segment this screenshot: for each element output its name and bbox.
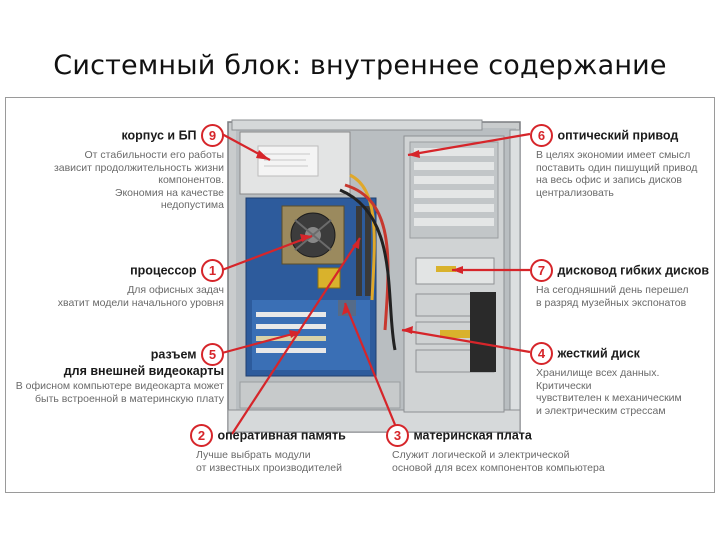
callout-title: корпус и БП — [121, 128, 197, 143]
callout-title-line2: для внешней видеокарты — [63, 364, 224, 378]
callout-floppy-drive: 7 дисковод гибких дисков На сегодняшний … — [530, 259, 716, 309]
callout-number-badge: 1 — [201, 259, 224, 282]
callout-title: процессор — [130, 263, 197, 278]
callout-optical-drive: 6 оптический привод В целях экономии име… — [530, 124, 710, 199]
callout-video-slot: разъем 5 для внешней видеокарты В офисно… — [10, 343, 224, 405]
callout-description: В офисном компьютере видеокарта может бы… — [15, 380, 224, 405]
callout-description: В целях экономии имеет смысл поставить о… — [536, 149, 698, 199]
callout-number-badge: 3 — [386, 424, 409, 447]
callout-description: Хранилище всех данных. Критически чувств… — [536, 367, 682, 417]
motherboard — [245, 197, 377, 377]
callout-title: оперативная память — [217, 428, 346, 443]
callout-case-psu: корпус и БП 9 От стабильности его работы… — [20, 124, 224, 212]
callout-title: жесткий диск — [557, 346, 640, 361]
callout-title: разъем — [150, 347, 197, 362]
arrowheads — [256, 150, 463, 338]
callout-number-badge: 2 — [190, 424, 213, 447]
callout-description: От стабильности его работы зависит продо… — [53, 149, 224, 211]
callout-number-badge: 4 — [530, 342, 553, 365]
callout-motherboard: 3 материнская плата Служит логической и … — [386, 424, 626, 474]
callout-processor: процессор 1 Для офисных задач хватит мод… — [20, 259, 224, 309]
power-supply — [239, 131, 351, 195]
callout-number-badge: 7 — [530, 259, 553, 282]
callout-title: материнская плата — [413, 428, 532, 443]
callout-number-badge: 5 — [201, 343, 224, 366]
cables — [339, 173, 397, 351]
cpu-cooler — [281, 205, 345, 265]
slide-title: Системный блок: внутреннее содержание — [53, 50, 667, 81]
callout-hard-drive: 4 жесткий диск Хранилище всех данных. Кр… — [530, 342, 716, 417]
callout-number-badge: 6 — [530, 124, 553, 147]
case-floor — [239, 381, 401, 409]
callout-ram: 2 оперативная память Лучше выбрать модул… — [190, 424, 390, 474]
callout-description: На сегодняшний день перешел в разряд муз… — [536, 284, 689, 309]
callout-description: Лучше выбрать модули от известных произв… — [196, 449, 343, 474]
callout-description: Служит логической и электрической осново… — [392, 449, 605, 474]
callout-title: оптический привод — [557, 128, 679, 143]
callout-number-badge: 9 — [201, 124, 224, 147]
drive-bays — [403, 135, 505, 413]
callout-title: дисковод гибких дисков — [557, 263, 710, 278]
callout-description: Для офисных задач хватит модели начально… — [57, 284, 224, 309]
ram-modules — [356, 206, 371, 296]
